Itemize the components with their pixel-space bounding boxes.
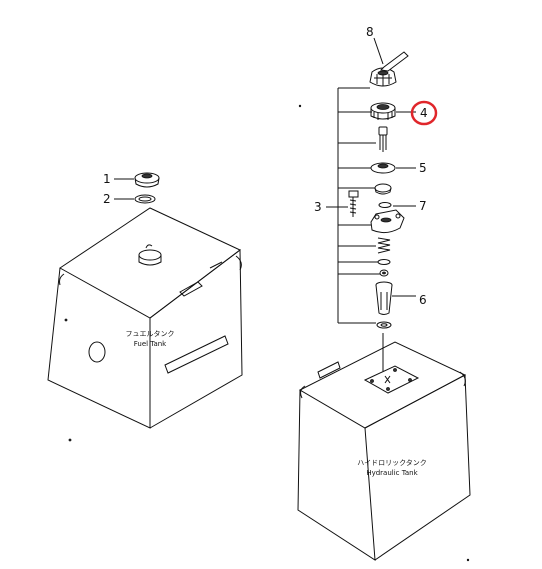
fuel-cap <box>134 172 160 188</box>
bottom-gasket <box>376 321 392 329</box>
small-cap <box>374 183 392 195</box>
callout-4: 4 <box>420 106 428 120</box>
spring <box>377 237 391 254</box>
fuel-gasket <box>134 194 156 204</box>
fuel-tank-label-en: Fuel Tank <box>134 340 167 348</box>
valve-disc <box>370 162 396 174</box>
o-ring <box>378 202 392 208</box>
callout-5: 5 <box>419 161 427 175</box>
callout-1: 1 <box>103 172 111 186</box>
callout-2: 2 <box>103 192 111 206</box>
stem-pin <box>378 126 388 152</box>
callout-4-highlight <box>410 100 438 126</box>
fuel-tank-label: フュエルタンク Fuel Tank <box>126 329 175 348</box>
callout-6: 6 <box>419 293 427 307</box>
fuel-tank <box>47 207 243 442</box>
hydraulic-tank <box>297 341 471 561</box>
assembly-bracket <box>337 87 380 324</box>
strainer <box>375 281 393 315</box>
handle-wrench <box>373 37 409 72</box>
callout-7: 7 <box>419 199 427 213</box>
fuel-tank-label-jp: フュエルタンク <box>126 329 175 338</box>
callout-8: 8 <box>366 25 374 39</box>
hydraulic-tank-label-en: Hydraulic Tank <box>366 469 418 477</box>
hydraulic-tank-label-jp: ハイドロリックタンク <box>357 458 427 467</box>
cover-flange <box>370 209 405 234</box>
bolt <box>348 190 359 217</box>
filter-element <box>370 102 396 120</box>
hydraulic-tank-label: ハイドロリックタンク Hydraulic Tank <box>357 458 427 477</box>
breather-cap <box>369 67 397 87</box>
nut <box>379 269 389 277</box>
washer <box>377 259 391 265</box>
callout-3: 3 <box>314 200 322 214</box>
